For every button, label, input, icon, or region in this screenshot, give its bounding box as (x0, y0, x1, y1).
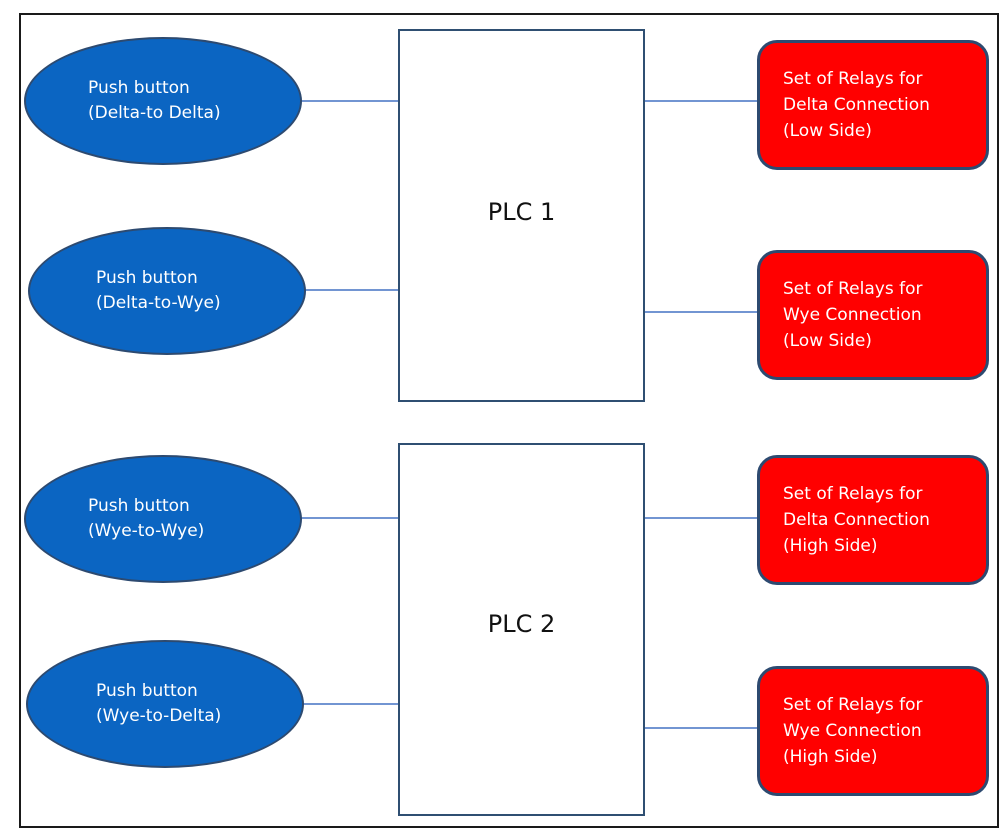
relay-label-line2: Wye Connection (783, 721, 922, 741)
relay-label-line2: Delta Connection (783, 510, 930, 530)
relay-set-wye-high-side: Set of Relays for Wye Connection (High S… (757, 666, 989, 796)
relay-label-line1: Set of Relays for (783, 279, 923, 299)
relay-label-line1: Set of Relays for (783, 484, 923, 504)
push-button-sublabel: (Wye-to-Delta) (96, 706, 222, 726)
diagram-frame (19, 13, 999, 828)
plc-2-label: PLC 2 (487, 609, 556, 638)
relay-label-line3: (Low Side) (783, 331, 872, 351)
plc-2-box: PLC 2 (398, 443, 645, 816)
push-button-wye-to-delta: Push button (Wye-to-Delta) (26, 640, 304, 768)
push-button-wye-to-wye: Push button (Wye-to-Wye) (24, 455, 302, 583)
relay-set-delta-high-side: Set of Relays for Delta Connection (High… (757, 455, 989, 585)
push-button-label: Push button (96, 268, 198, 288)
relay-set-delta-low-side: Set of Relays for Delta Connection (Low … (757, 40, 989, 170)
push-button-label: Push button (88, 496, 190, 516)
push-button-sublabel: (Delta-to-Wye) (96, 293, 221, 313)
push-button-label: Push button (96, 681, 198, 701)
push-button-delta-to-delta: Push button (Delta-to Delta) (24, 37, 302, 165)
relay-label-line1: Set of Relays for (783, 69, 923, 89)
relay-label-line3: (High Side) (783, 747, 878, 767)
relay-label-line2: Delta Connection (783, 95, 930, 115)
relay-label-line3: (Low Side) (783, 121, 872, 141)
relay-label-line1: Set of Relays for (783, 695, 923, 715)
plc-1-label: PLC 1 (487, 197, 556, 226)
push-button-label: Push button (88, 78, 190, 98)
push-button-delta-to-wye: Push button (Delta-to-Wye) (28, 227, 306, 355)
plc-1-box: PLC 1 (398, 29, 645, 402)
relay-label-line3: (High Side) (783, 536, 878, 556)
push-button-sublabel: (Delta-to Delta) (88, 103, 221, 123)
push-button-sublabel: (Wye-to-Wye) (88, 521, 205, 541)
relay-label-line2: Wye Connection (783, 305, 922, 325)
relay-set-wye-low-side: Set of Relays for Wye Connection (Low Si… (757, 250, 989, 380)
